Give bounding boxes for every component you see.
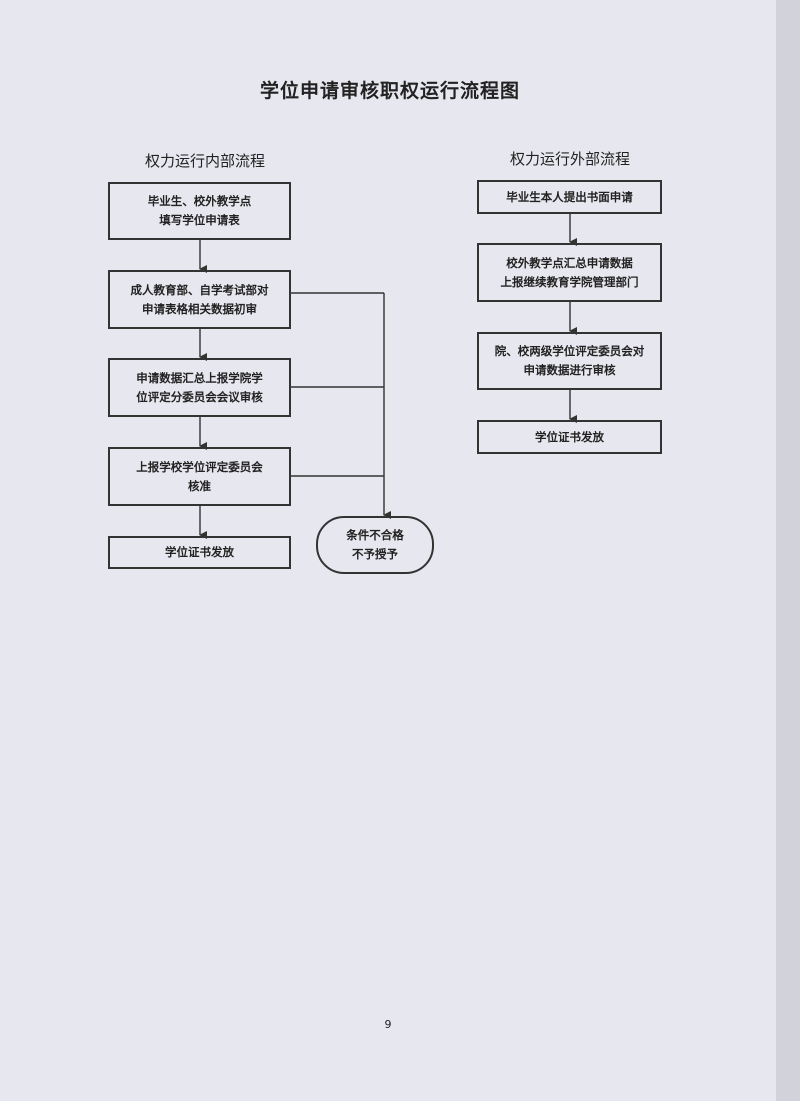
internal-flow-heading: 权力运行内部流程 [144, 152, 265, 170]
external-step-1: 毕业生本人提出书面申请 [477, 180, 662, 214]
page-number: 9 [384, 1018, 392, 1031]
external-step-3: 院、校两级学位评定委员会对 申请数据进行审核 [477, 332, 662, 390]
external-flow-heading: 权力运行外部流程 [509, 150, 630, 168]
internal-step-1: 毕业生、校外教学点 填写学位申请表 [108, 182, 291, 240]
scan-edge [776, 0, 800, 1101]
reject-terminal: 条件不合格 不予授予 [316, 516, 434, 574]
internal-step-3: 申请数据汇总上报学院学 位评定分委员会会议审核 [108, 358, 291, 417]
internal-step-2: 成人教育部、自学考试部对 申请表格相关数据初审 [108, 270, 291, 329]
external-step-4: 学位证书发放 [477, 420, 662, 454]
page-title: 学位申请审核职权运行流程图 [259, 80, 520, 102]
internal-step-5: 学位证书发放 [108, 536, 291, 569]
internal-step-4: 上报学校学位评定委员会 核准 [108, 447, 291, 506]
external-step-2: 校外教学点汇总申请数据 上报继续教育学院管理部门 [477, 243, 662, 302]
